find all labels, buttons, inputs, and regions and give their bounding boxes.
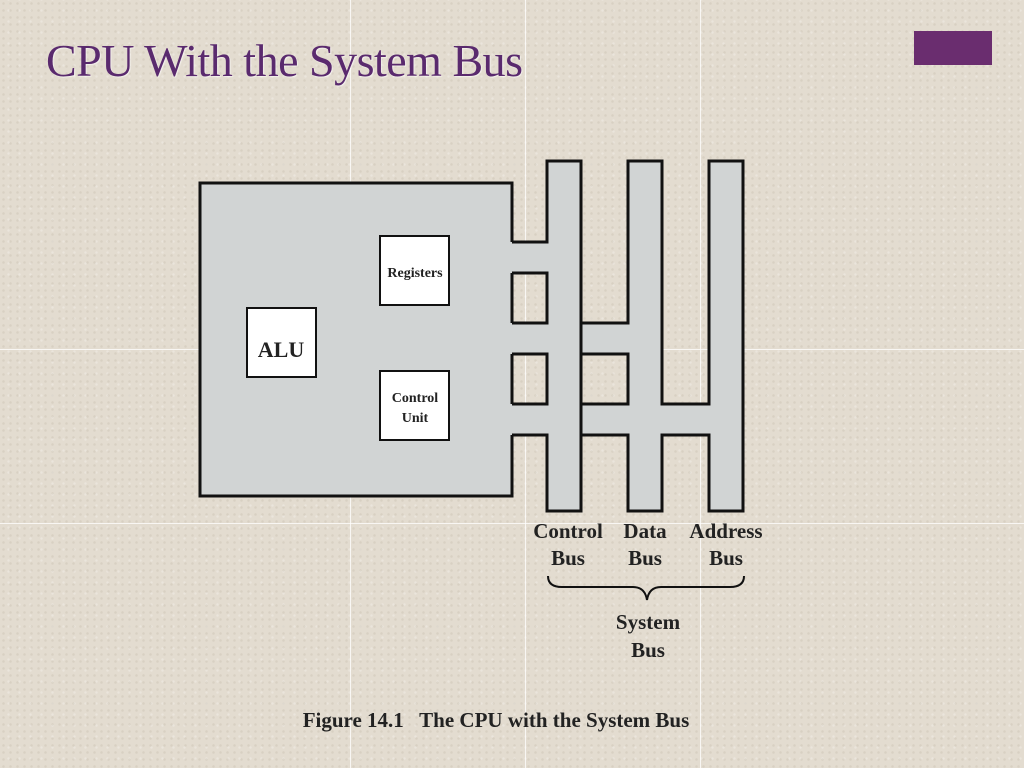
system-bus-brace — [547, 575, 745, 601]
background-seam — [525, 0, 526, 768]
control-bus-label-line2: Bus — [551, 546, 585, 570]
address-bus-label-line1: Address — [689, 519, 762, 543]
address-bus-label-line2: Bus — [709, 546, 743, 570]
data-bus-label-line1: Data — [623, 519, 667, 543]
data-bus-label-line2: Bus — [628, 546, 662, 570]
control-bus-label-line1: Control — [533, 519, 603, 543]
background-seam — [0, 523, 1024, 524]
system-bus-shape — [198, 159, 745, 513]
alu-box: ALU — [246, 307, 317, 378]
system-bus-label-line1: System — [616, 610, 681, 634]
registers-label: Registers — [387, 266, 443, 281]
control-unit-label-line1: Control — [392, 391, 439, 406]
system-bus-label-line2: Bus — [631, 638, 665, 662]
control-unit-label-line2: Unit — [402, 411, 429, 426]
background-seam — [700, 0, 701, 768]
registers-box: Registers — [379, 235, 450, 306]
figure-caption: Figure 14.1 The CPU with the System Bus — [303, 708, 690, 732]
title-accent-block — [914, 31, 992, 65]
slide-title: CPU With the System Bus — [46, 35, 523, 86]
control-unit-box: Control Unit — [379, 370, 450, 441]
alu-label: ALU — [258, 337, 305, 362]
